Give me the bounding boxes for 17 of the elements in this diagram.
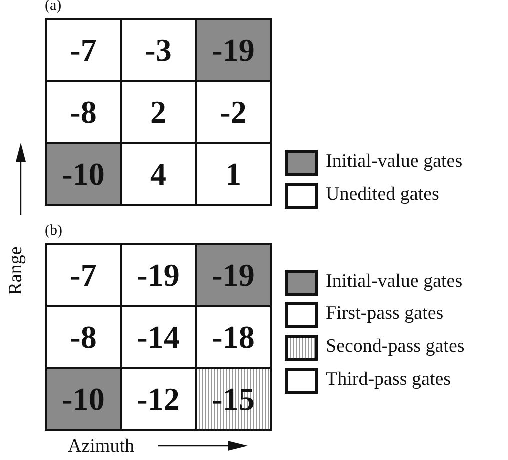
axis-label: Azimuth: [68, 436, 134, 458]
legend-label: Second-pass gates: [326, 336, 465, 358]
grid-cell: 1: [195, 142, 272, 206]
grid-cell: -10: [45, 142, 122, 206]
legend-label: Initial-value gates: [326, 151, 463, 173]
legend-label: Unedited gates: [326, 184, 440, 206]
grid-cell: -10: [45, 367, 122, 431]
axis-label: Range: [5, 246, 28, 296]
grid-cell: -19: [195, 18, 272, 82]
grid-cell: -15: [195, 367, 272, 431]
legend-label: Initial-value gates: [326, 271, 463, 293]
grid-cell: -7: [45, 18, 122, 82]
grid-cell: -7: [45, 243, 122, 307]
legend-label: First-pass gates: [326, 303, 444, 325]
legend-label: Third-pass gates: [326, 369, 452, 391]
panel-label: (b): [45, 223, 62, 240]
grid-cell: -19: [195, 243, 272, 307]
